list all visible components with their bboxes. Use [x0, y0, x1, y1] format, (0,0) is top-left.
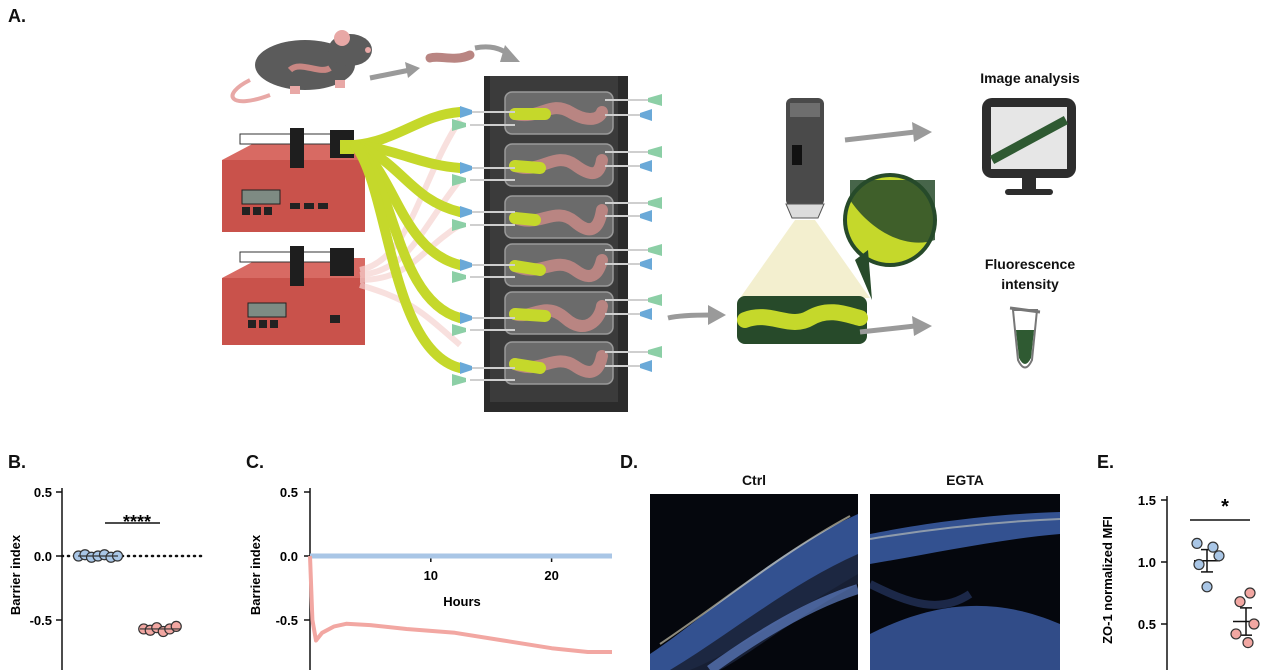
- panel-e-tick-label: 0.5: [1138, 617, 1156, 632]
- panel-b-letter: B.: [8, 452, 26, 472]
- panel-b-tick-label: 0.0: [34, 549, 52, 564]
- panel-e-data-point: [1201, 581, 1213, 593]
- panel-a-letter: A.: [8, 6, 26, 26]
- panel-e-data-point: [1234, 596, 1246, 608]
- panel-e-data-point: [1230, 628, 1242, 640]
- panel-e-tick-label: 1.5: [1138, 493, 1156, 508]
- tube-icon: [1009, 306, 1041, 369]
- panel-c-xlabel: Hours: [443, 594, 481, 609]
- arrow-icon: [708, 305, 726, 325]
- panel-b-tick-label: 0.5: [34, 485, 52, 500]
- panel-c-ylabel: Barrier index: [248, 534, 263, 615]
- image-analysis-label: Image analysis: [980, 70, 1080, 86]
- panel-e-chart: ZO-1 normalized MFI 1.5 1.0 0.5 *: [1100, 493, 1260, 670]
- arrow-icon: [912, 122, 932, 142]
- panel-e-significance: *: [1221, 496, 1229, 518]
- panel-d-letter: D.: [620, 452, 638, 472]
- panel-e-data-point: [1242, 637, 1254, 649]
- microscope-illustration: [737, 98, 937, 344]
- panel-c-chart: Barrier index 0.5 0.0 -0.5 10 20 Hours: [248, 485, 612, 670]
- panel-c-series-egta: [308, 555, 612, 654]
- organ-bath-chamber: [452, 76, 662, 412]
- panel-e-data-point: [1213, 550, 1225, 562]
- mouse-illustration: [230, 30, 372, 104]
- panel-e-tick-label: 1.0: [1138, 555, 1156, 570]
- panel-e-ylabel: ZO-1 normalized MFI: [1100, 516, 1115, 644]
- syringe-pump-1: [222, 128, 365, 232]
- panel-d-ctrl-title: Ctrl: [741, 472, 767, 488]
- monitor-icon: [982, 98, 1076, 195]
- panel-c-letter: C.: [246, 452, 264, 472]
- fluorescence-label-line2: intensity: [1001, 276, 1059, 292]
- panel-b-chart: Barrier index 0.5 0.0 -0.5 ****: [8, 485, 207, 670]
- panel-a-schematic: [222, 30, 1076, 412]
- panel-e-data-point: [1244, 587, 1256, 599]
- micrograph-egta: [870, 494, 1060, 670]
- panel-d-egta-title: EGTA: [946, 472, 984, 488]
- arrow-icon: [405, 62, 420, 78]
- perfusion-tubing: [350, 107, 465, 373]
- panel-e-data-point: [1207, 541, 1219, 553]
- panel-c-ytick-label: 0.0: [280, 549, 298, 564]
- fluorescence-label-line1: Fluorescence: [984, 256, 1076, 272]
- panel-c-xtick-label: 20: [544, 568, 558, 583]
- syringe-pump-2: [222, 246, 365, 345]
- panel-b-data-point: [170, 620, 182, 632]
- panel-e-data-point: [1191, 537, 1203, 550]
- arrow-icon: [500, 45, 520, 62]
- panel-e-data-point: [1248, 618, 1260, 630]
- panel-e-letter: E.: [1097, 452, 1115, 472]
- arrow-icon: [912, 316, 932, 336]
- gut-segment-illustration: [425, 50, 475, 63]
- micrograph-ctrl: [650, 494, 858, 670]
- panel-b-ylabel: Barrier index: [8, 534, 23, 615]
- panel-e-data-point: [1193, 558, 1205, 571]
- panel-c-ytick-label: -0.5: [276, 613, 298, 628]
- panel-b-tick-label: -0.5: [30, 613, 52, 628]
- panel-b-significance: ****: [123, 512, 151, 532]
- panel-c-xtick-label: 10: [424, 568, 438, 583]
- panel-c-ytick-label: 0.5: [280, 485, 298, 500]
